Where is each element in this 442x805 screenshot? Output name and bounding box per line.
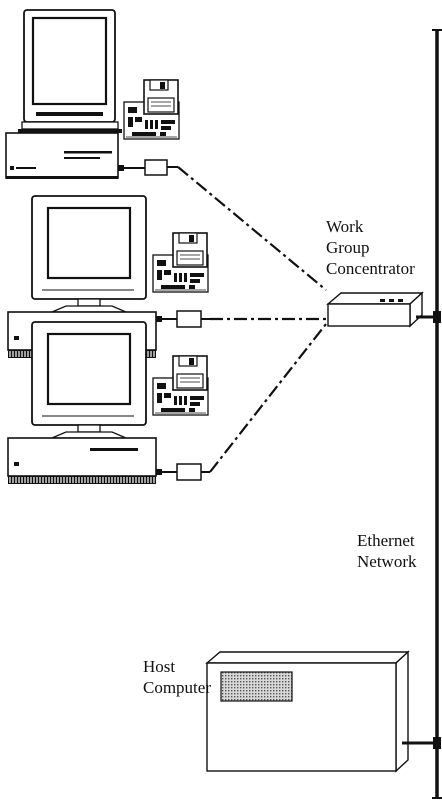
transceiver-icon xyxy=(156,463,210,481)
label-line: Host xyxy=(143,657,176,676)
transceiver-icon xyxy=(118,159,178,176)
network-card-with-floppy-icon xyxy=(123,79,180,140)
computer-1 xyxy=(5,9,180,179)
computer-2 xyxy=(6,194,210,360)
label-line: Network xyxy=(357,552,417,571)
cable-links xyxy=(177,166,327,473)
transceiver-icon xyxy=(156,310,210,328)
host-computer-icon xyxy=(205,650,433,773)
computer-3 xyxy=(6,320,210,486)
host-display-panel xyxy=(220,671,293,702)
label-line: Work xyxy=(326,217,364,236)
host-computer-label: Host Computer xyxy=(143,656,211,698)
label-line: Group xyxy=(326,238,370,257)
work-group-concentrator-icon xyxy=(326,291,433,328)
label-line: Computer xyxy=(143,678,211,697)
network-card-with-floppy-icon xyxy=(152,355,209,416)
ethernet-network-label: Ethernet Network xyxy=(357,530,416,572)
work-group-concentrator-label: Work Group Concentrator xyxy=(326,216,415,279)
cable-link-1 xyxy=(177,166,327,291)
macintosh-computer-icon xyxy=(5,9,122,179)
label-line: Ethernet xyxy=(357,531,415,550)
label-line: Concentrator xyxy=(326,259,415,278)
ethernet-backbone-icon xyxy=(432,29,442,799)
cable-link-3 xyxy=(209,323,327,473)
network-card-with-floppy-icon xyxy=(152,232,209,293)
